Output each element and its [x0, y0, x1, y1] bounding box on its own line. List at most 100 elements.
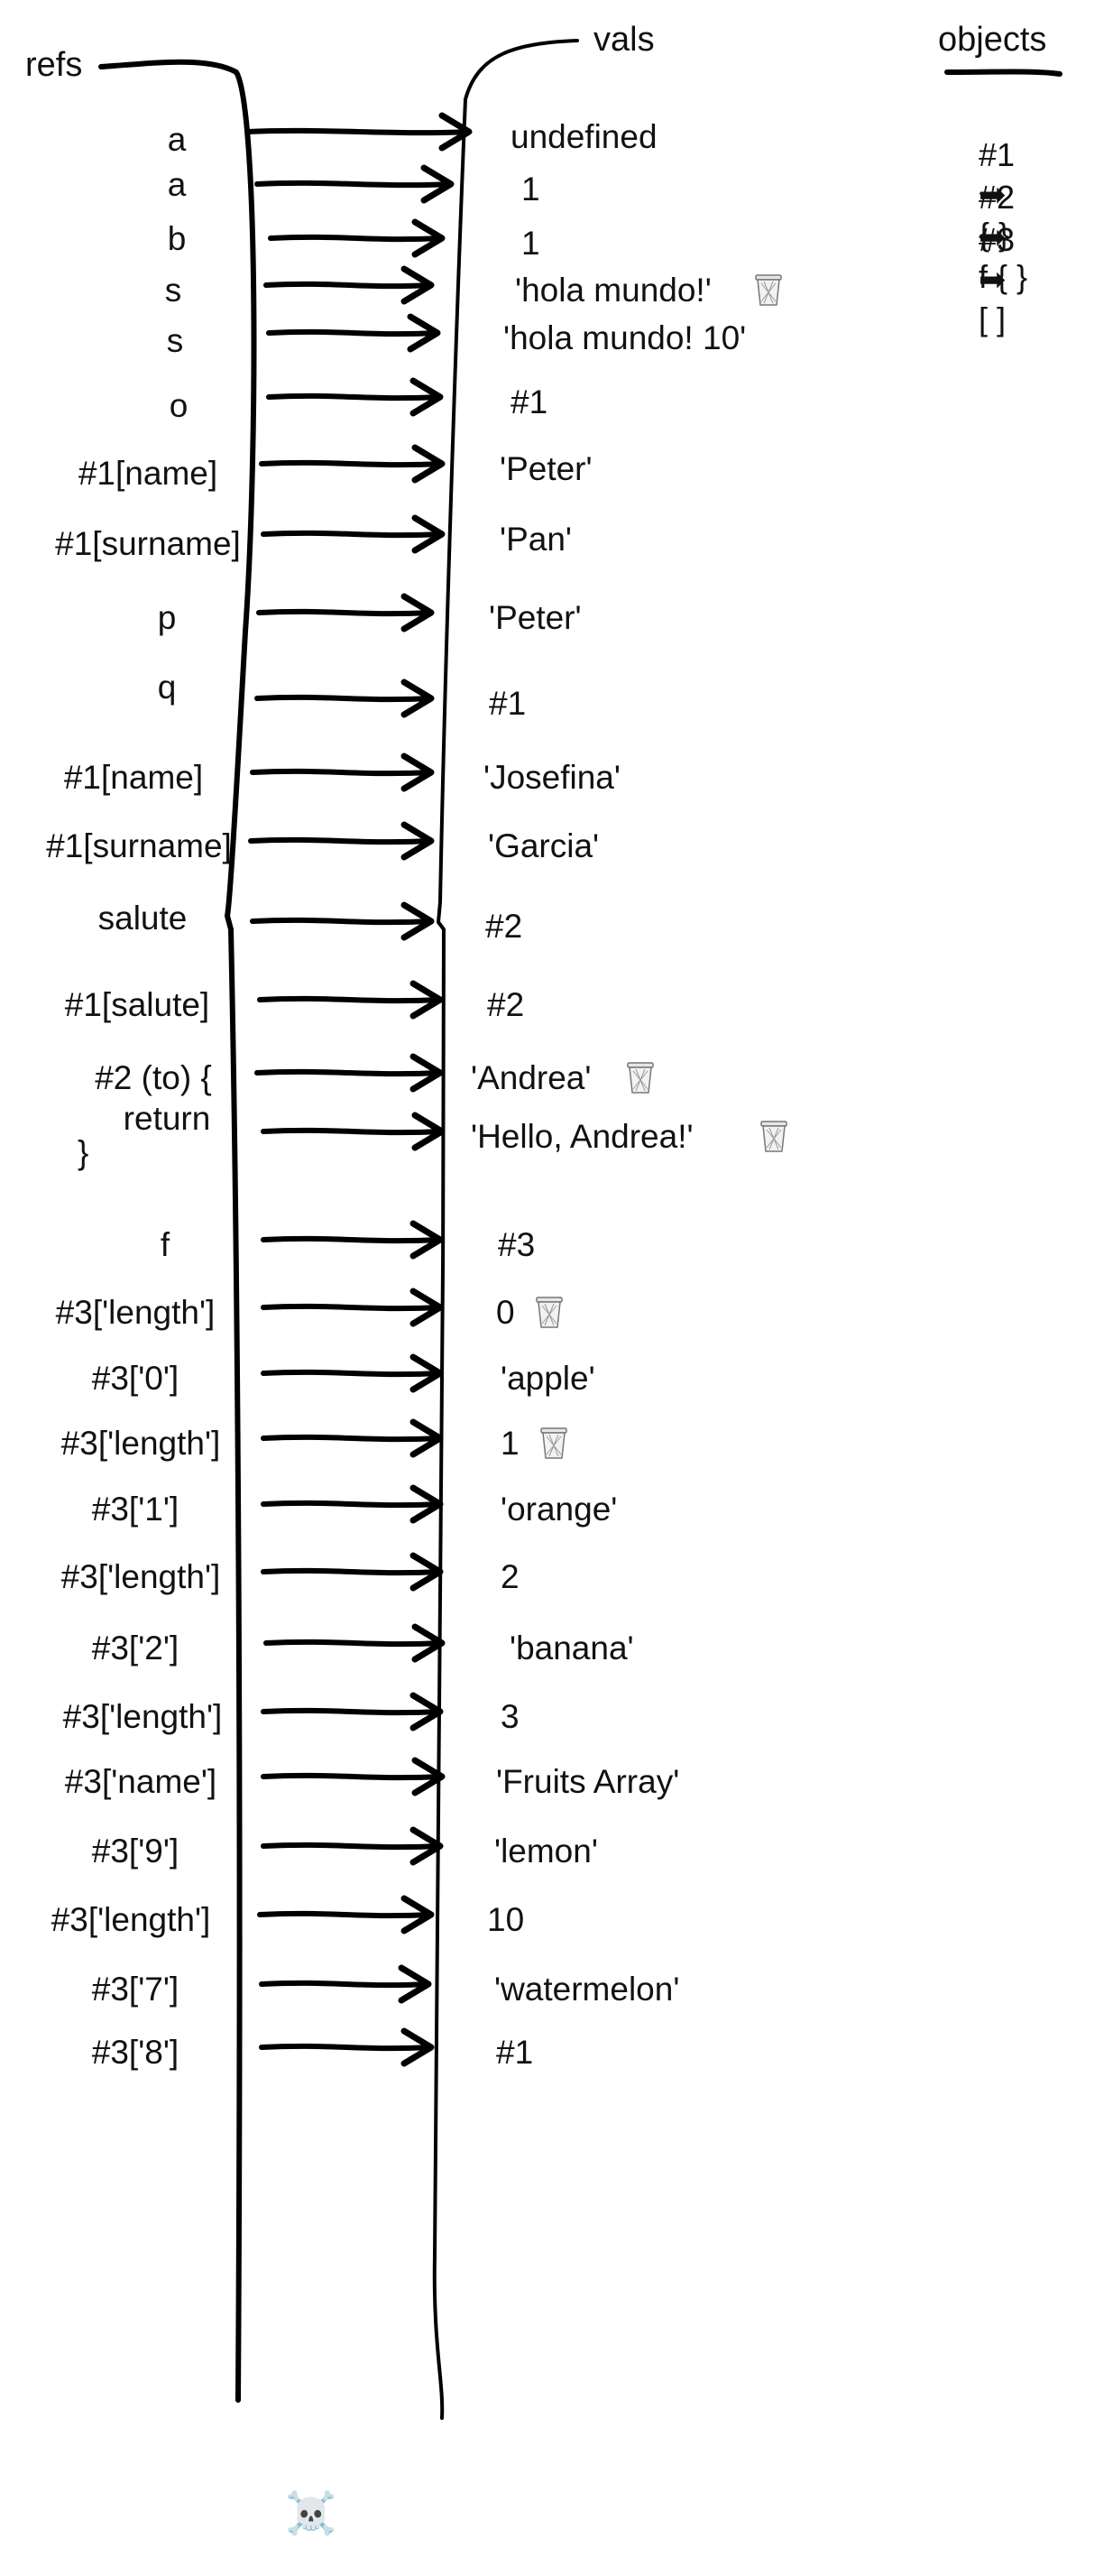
value-label: 1 — [501, 1425, 520, 1462]
arrow-shaft — [261, 1127, 445, 1136]
value-label: 'watermelon' — [494, 1971, 680, 2008]
value-label: 2 — [501, 1558, 520, 1595]
value-label: 'Peter' — [500, 450, 593, 487]
arrow-shaft — [261, 1772, 445, 1781]
arrow-head — [400, 593, 435, 632]
ref-label: p — [157, 599, 177, 636]
arrow-shaft — [261, 1369, 443, 1378]
arrow-shaft — [254, 1068, 443, 1077]
arrow-shaft — [259, 2043, 434, 2052]
value-label: #2 — [487, 986, 525, 1023]
arrow-head — [398, 1964, 432, 2004]
value-label: undefined — [511, 118, 658, 155]
arrow-shaft — [261, 1842, 443, 1851]
arrow-shaft — [257, 1910, 434, 1919]
arrow-shaft — [261, 1707, 443, 1716]
arrow-shaft — [248, 836, 434, 845]
object-id: #1 — [979, 136, 1016, 173]
ref-label: #3['length'] — [55, 1294, 216, 1331]
arrow-head — [411, 1112, 446, 1151]
ref-label: return — [123, 1100, 211, 1137]
arrow-head — [400, 752, 435, 792]
arrow-shaft — [261, 530, 445, 539]
arrow-shaft — [256, 608, 434, 617]
right-arrow-icon: ➡ — [979, 176, 1007, 213]
refs-header: refs — [25, 46, 83, 84]
value-label: 'hola mundo! 10' — [503, 319, 747, 356]
value-label: 10 — [487, 1901, 525, 1938]
arrow-shaft — [266, 392, 443, 402]
arrow-shaft — [254, 694, 434, 703]
arrow-head — [409, 377, 444, 417]
objects-header: objects — [938, 21, 1047, 59]
value-label: 'Josefina' — [483, 759, 621, 796]
arrow-head — [411, 1623, 446, 1663]
object-id: #3 — [979, 221, 1016, 258]
ref-label: a — [167, 166, 187, 203]
arrow-shaft — [268, 234, 445, 243]
arrow-shaft — [250, 768, 434, 777]
value-label: 'hola mundo!' — [515, 272, 712, 309]
vals-header: vals — [593, 21, 655, 59]
arrow-shaft — [250, 917, 434, 926]
arrow-head — [400, 1895, 435, 1934]
value-label: 'lemon' — [494, 1833, 598, 1870]
ref-label: s — [166, 322, 184, 359]
arrow-shaft — [266, 328, 440, 337]
value-label: #2 — [485, 908, 523, 945]
arrow-head — [400, 265, 435, 305]
ref-label: b — [167, 220, 187, 257]
arrow-shaft — [261, 1567, 443, 1576]
ref-label: #3['8'] — [91, 2034, 179, 2071]
ref-label: #3['length'] — [60, 1425, 221, 1462]
ref-label: q — [157, 669, 177, 706]
object-value: f { } — [979, 258, 1028, 295]
value-label: 'Garcia' — [488, 827, 600, 864]
ref-label: #3['0'] — [91, 1360, 179, 1397]
arrow-head — [409, 1288, 444, 1327]
arrow-shaft — [261, 1434, 443, 1443]
arrow-shaft — [245, 127, 472, 136]
object-entry: #1 ➡ { } — [943, 96, 1015, 294]
arrow-head — [409, 1418, 444, 1458]
value-label: 'Pan' — [500, 521, 572, 558]
arrow-shaft — [261, 1303, 443, 1312]
ref-label: #1[salute] — [64, 986, 210, 1023]
ref-label: #3['name'] — [64, 1763, 217, 1800]
arrow-head — [411, 218, 446, 258]
ref-label: #3['length'] — [60, 1558, 221, 1595]
value-label: #1 — [511, 383, 548, 420]
objects-underline — [944, 69, 1062, 77]
value-label: 'banana' — [510, 1630, 634, 1667]
skull-icon: ☠️ — [285, 2489, 337, 2536]
ref-label: salute — [97, 900, 188, 937]
right-arrow-icon: ➡ — [979, 261, 1007, 298]
arrow-head — [411, 1757, 446, 1796]
arrow-head — [409, 1692, 444, 1731]
arrow-shaft — [263, 281, 434, 290]
arrow-head — [409, 1220, 444, 1260]
arrow-shaft — [257, 995, 443, 1004]
object-value: [ ] — [979, 300, 1007, 337]
arrow-head — [400, 679, 435, 718]
value-label: #1 — [496, 2034, 534, 2071]
trash-can-icon — [627, 1062, 654, 1094]
value-label: 'Peter' — [489, 599, 582, 636]
ref-label: o — [169, 387, 189, 424]
ref-label: #1[name] — [78, 455, 218, 492]
arrow-head — [409, 1552, 444, 1592]
object-id: #2 — [979, 179, 1016, 216]
ref-label: s — [164, 272, 182, 309]
arrow-head — [420, 164, 455, 204]
ref-label: #3['length'] — [51, 1901, 211, 1938]
ref-label: #3['1'] — [91, 1491, 179, 1528]
ref-label: #3['2'] — [91, 1630, 179, 1667]
object-entry: #2 ➡ f { } — [943, 138, 1027, 337]
trash-can-icon — [755, 274, 782, 306]
function-closing-brace: } — [78, 1134, 89, 1171]
ref-label: #3['9'] — [91, 1833, 179, 1870]
trash-can-icon — [536, 1297, 563, 1328]
arrow-shaft — [259, 459, 445, 468]
arrow-head — [409, 1484, 444, 1524]
arrow-shaft — [261, 1500, 443, 1509]
